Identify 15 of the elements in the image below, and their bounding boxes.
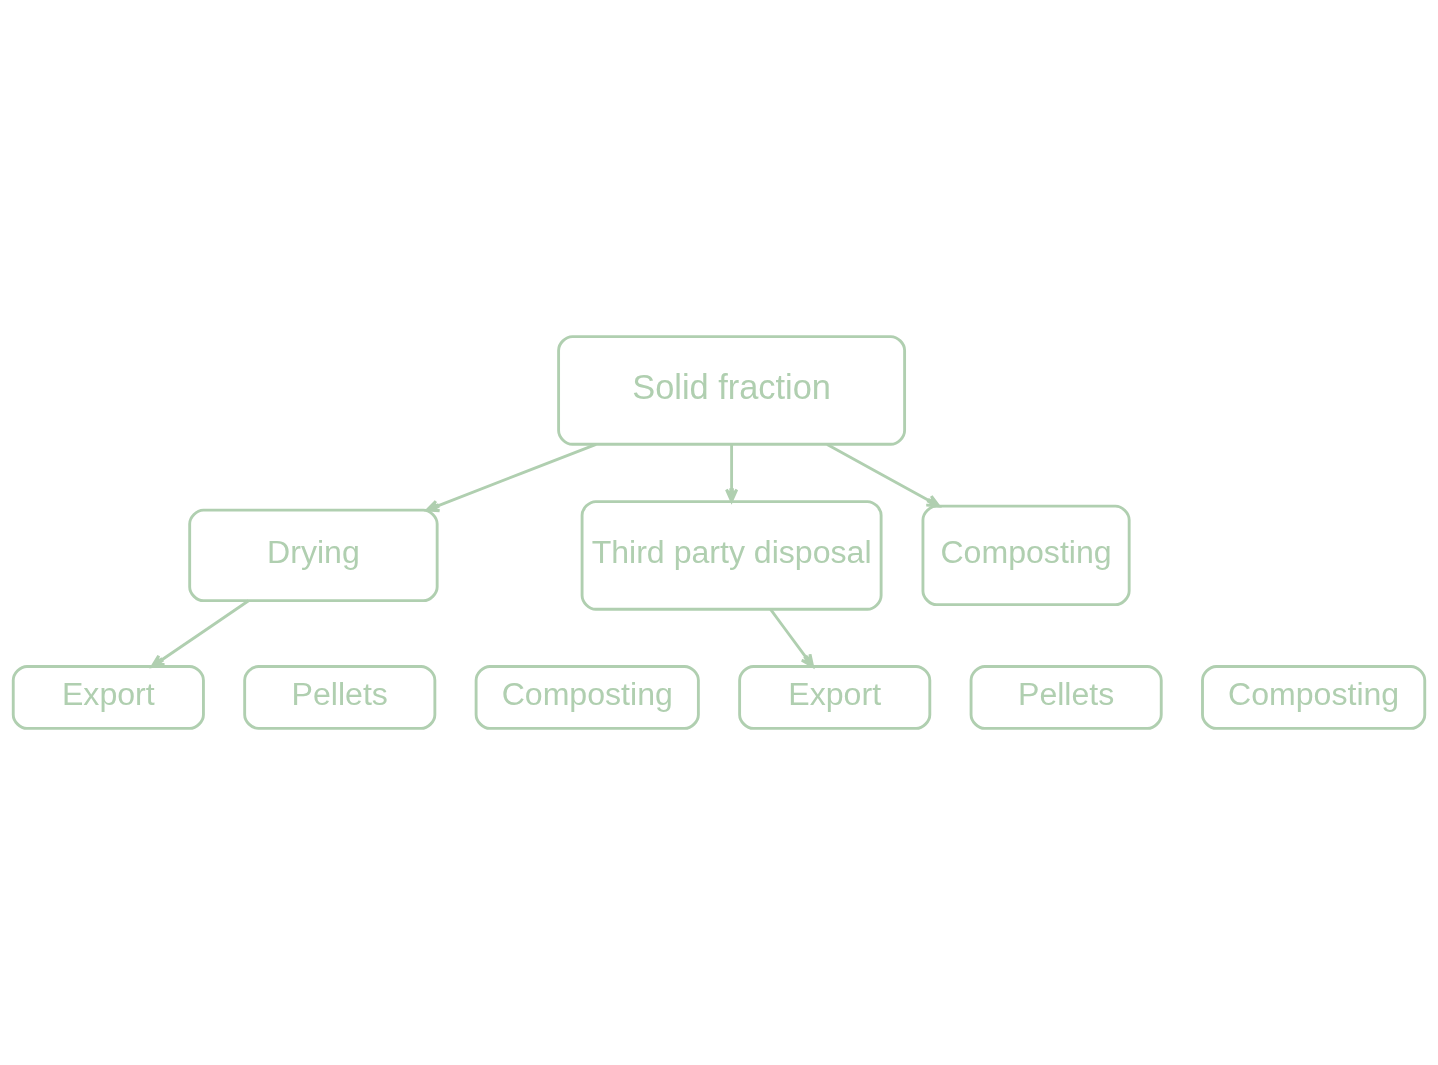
arrow: [769, 608, 815, 668]
node-box: Third party disposal: [580, 500, 883, 611]
node-box: Export: [11, 665, 205, 730]
arrow: [150, 599, 250, 668]
node-box: Composting: [921, 504, 1131, 607]
arrow: [725, 444, 739, 503]
node-box: Composting: [474, 665, 700, 730]
arrow: [826, 443, 941, 508]
node-box: Drying: [188, 508, 439, 603]
node-box: Export: [738, 665, 932, 730]
arrow: [425, 442, 597, 513]
node-box: Pellets: [969, 665, 1163, 730]
node-box: Pellets: [243, 665, 437, 730]
node-box: Solid fraction: [557, 335, 907, 446]
node-box: Composting: [1201, 665, 1427, 730]
